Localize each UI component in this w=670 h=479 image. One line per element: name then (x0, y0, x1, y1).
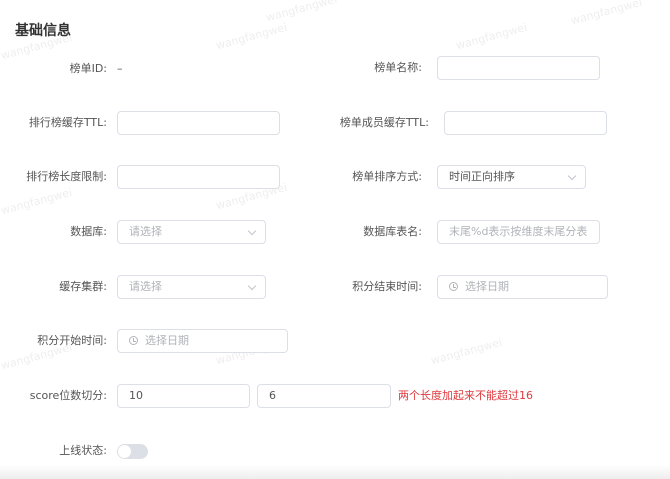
score-start-time-picker[interactable]: 选择日期 (117, 329, 288, 353)
score-split-input-1[interactable]: 10 (117, 384, 250, 408)
rank-length-limit-input[interactable] (117, 165, 280, 189)
member-cache-ttl-label: 榜单成员缓存TTL: (339, 116, 429, 129)
rank-cache-ttl-label: 排行榜缓存TTL: (28, 116, 107, 129)
table-name-placeholder: 末尾%d表示按维度末尾分表 (449, 225, 588, 238)
clock-icon (449, 282, 458, 291)
cache-cluster-placeholder: 请选择 (129, 280, 162, 293)
online-status-label: 上线状态: (59, 444, 107, 457)
score-end-time-picker[interactable]: 选择日期 (437, 275, 608, 299)
sort-mode-label: 榜单排序方式: (352, 170, 422, 183)
score-start-time-label: 积分开始时间: (37, 334, 107, 347)
score-end-time-label: 积分结束时间: (352, 280, 422, 293)
rank-cache-ttl-input[interactable] (117, 111, 280, 135)
watermark: wangfangwei (569, 0, 644, 28)
watermark: wangfangwei (0, 185, 74, 218)
watermark: wangfangwei (429, 335, 504, 368)
bottom-shadow (0, 465, 670, 479)
score-split-input-2[interactable]: 6 (257, 384, 391, 408)
chevron-down-icon (247, 226, 257, 236)
cache-cluster-select[interactable]: 请选择 (117, 275, 266, 299)
sort-mode-value: 时间正向排序 (449, 170, 515, 183)
watermark: wangfangwei (264, 0, 339, 25)
rank-length-limit-label: 排行榜长度限制: (26, 170, 107, 183)
board-id-value: – (117, 62, 123, 75)
table-name-input[interactable]: 末尾%d表示按维度末尾分表 (437, 220, 600, 244)
watermark: wangfangwei (454, 20, 529, 53)
member-cache-ttl-input[interactable] (444, 111, 607, 135)
sort-mode-select[interactable]: 时间正向排序 (437, 165, 586, 189)
database-placeholder: 请选择 (129, 225, 162, 238)
board-id-label: 榜单ID: (69, 62, 107, 75)
score-end-time-placeholder: 选择日期 (465, 280, 509, 293)
online-status-toggle[interactable] (117, 444, 148, 459)
board-name-input[interactable] (437, 56, 600, 80)
table-name-label: 数据库表名: (363, 225, 422, 238)
score-split-error: 两个长度加起来不能超过16 (398, 389, 533, 402)
score-split-label: score位数切分: (29, 389, 107, 402)
chevron-down-icon (247, 281, 257, 291)
cache-cluster-label: 缓存集群: (59, 280, 107, 293)
clock-icon (129, 336, 138, 345)
section-title: 基础信息 (15, 23, 71, 39)
database-select[interactable]: 请选择 (117, 220, 266, 244)
database-label: 数据库: (70, 225, 107, 238)
board-name-label: 榜单名称: (374, 61, 422, 74)
toggle-knob (118, 445, 131, 458)
watermark: wangfangwei (214, 20, 289, 53)
score-start-time-placeholder: 选择日期 (145, 334, 189, 347)
chevron-down-icon (567, 171, 577, 181)
